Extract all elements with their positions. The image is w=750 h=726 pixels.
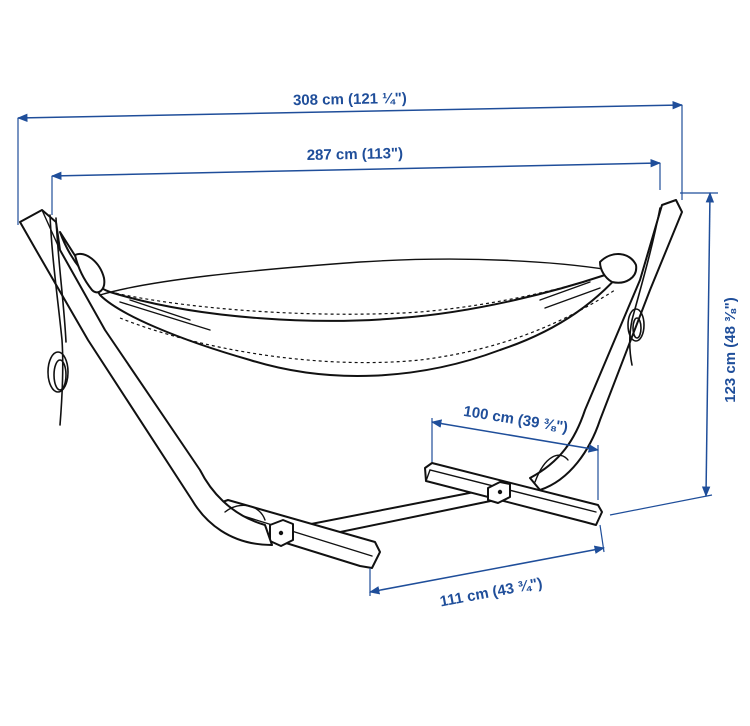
- dimension-base-width: 111 cm (43 ¾"): [368, 524, 606, 611]
- hammock-ropes: [47, 207, 661, 426]
- base-right-foot: [424, 462, 603, 526]
- dimension-overall-length: 308 cm (121 ¼"): [16, 90, 684, 225]
- base-width-label: 111 cm (43 ¾"): [439, 575, 544, 611]
- overall-length-label: 308 cm (121 ¼"): [293, 90, 407, 109]
- hammock-illustration: [19, 199, 683, 569]
- fabric-length-label: 287 cm (113"): [307, 145, 404, 164]
- stand-right-arm: [529, 199, 683, 491]
- dimension-fabric-length: 287 cm (113"): [50, 145, 662, 215]
- stand-left-arm: [19, 209, 273, 546]
- hammock-fabric: [59, 231, 638, 377]
- height-label: 123 cm (48 ⅜"): [722, 297, 739, 403]
- base-depth-label: 100 cm (39 ⅜"): [462, 403, 569, 436]
- dimension-height: 123 cm (48 ⅜"): [609, 191, 739, 516]
